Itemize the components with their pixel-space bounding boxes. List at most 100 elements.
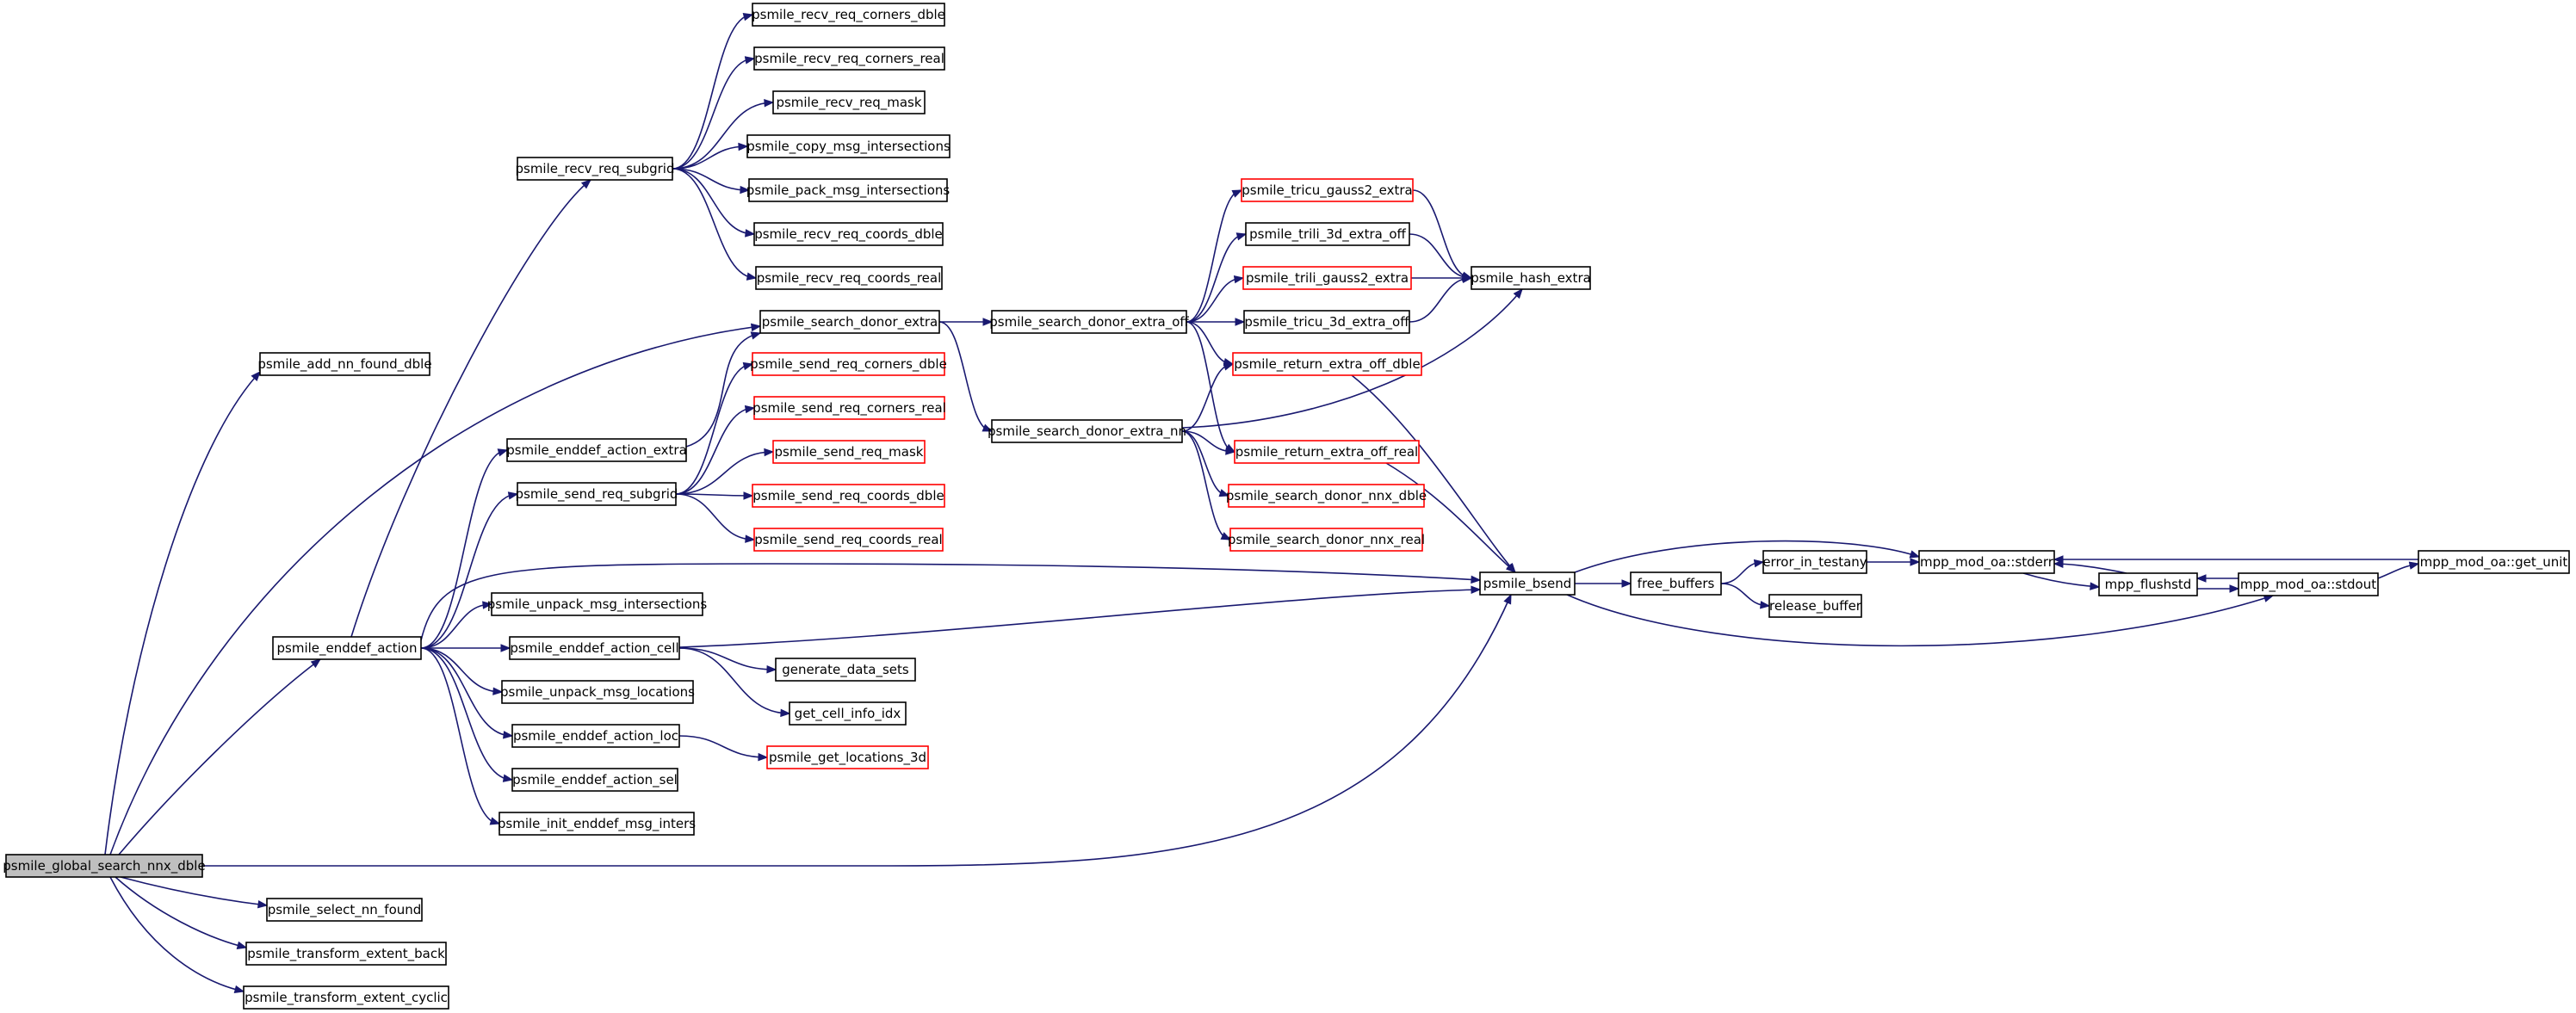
node-root[interactable]: psmile_global_search_nnx_dble: [3, 854, 206, 878]
node-unpack_inter[interactable]: psmile_unpack_msg_intersections: [487, 592, 708, 616]
node-box[interactable]: [498, 812, 695, 836]
node-send_coords_dble[interactable]: psmile_send_req_coords_dble: [752, 484, 945, 508]
node-nnx_real[interactable]: psmile_search_donor_nnx_real: [1228, 528, 1425, 552]
node-release_buffer[interactable]: release_buffer: [1768, 594, 1862, 618]
node-box[interactable]: [1243, 310, 1410, 334]
node-box[interactable]: [5, 854, 203, 878]
node-error_in_testany[interactable]: error_in_testany: [1762, 550, 1867, 574]
node-box[interactable]: [245, 942, 447, 966]
node-enddef_sel[interactable]: psmile_enddef_action_sel: [511, 768, 678, 792]
node-box[interactable]: [1918, 550, 2055, 574]
node-search_extra[interactable]: psmile_search_donor_extra: [759, 310, 940, 334]
node-box[interactable]: [511, 768, 678, 792]
node-send_corners_dble[interactable]: psmile_send_req_corners_dble: [750, 352, 947, 376]
node-init_inters[interactable]: psmile_init_enddef_msg_inters: [498, 812, 696, 836]
node-box[interactable]: [491, 592, 703, 616]
node-tr_back[interactable]: psmile_transform_extent_back: [245, 942, 447, 966]
node-box[interactable]: [991, 419, 1183, 443]
node-box[interactable]: [1768, 594, 1862, 618]
node-box[interactable]: [775, 658, 916, 682]
node-send_corners_real[interactable]: psmile_send_req_corners_real: [752, 396, 946, 420]
node-box[interactable]: [501, 680, 694, 704]
node-get_cell_info[interactable]: get_cell_info_idx: [789, 701, 907, 726]
node-box[interactable]: [1232, 352, 1422, 376]
node-box[interactable]: [772, 90, 926, 114]
node-box[interactable]: [772, 440, 926, 464]
node-tricu_3d_off[interactable]: psmile_tricu_3d_extra_off: [1243, 310, 1410, 334]
node-box[interactable]: [2098, 572, 2198, 596]
node-box[interactable]: [1762, 550, 1867, 574]
node-box[interactable]: [1245, 222, 1410, 246]
node-tr_cyclic[interactable]: psmile_transform_extent_cyclic: [243, 985, 449, 1010]
node-box[interactable]: [1630, 571, 1722, 596]
node-box[interactable]: [748, 178, 948, 202]
node-trili_3d_off[interactable]: psmile_trili_3d_extra_off: [1245, 222, 1410, 246]
node-recv_mask[interactable]: psmile_recv_req_mask: [772, 90, 926, 114]
node-box[interactable]: [1242, 266, 1412, 290]
node-nnx_dble[interactable]: psmile_search_donor_nnx_dble: [1226, 484, 1427, 508]
node-box[interactable]: [753, 396, 945, 420]
node-get_loc3d[interactable]: psmile_get_locations_3d: [766, 745, 929, 769]
node-box[interactable]: [789, 701, 907, 726]
node-box[interactable]: [517, 157, 673, 181]
node-send_mask[interactable]: psmile_send_req_mask: [772, 440, 926, 464]
node-box[interactable]: [272, 636, 422, 660]
node-copy_inter[interactable]: psmile_copy_msg_intersections: [746, 134, 951, 158]
node-box[interactable]: [752, 352, 945, 376]
node-box[interactable]: [1228, 484, 1425, 508]
node-box[interactable]: [753, 46, 945, 71]
node-enddef_cell[interactable]: psmile_enddef_action_cell: [509, 636, 680, 660]
node-box[interactable]: [759, 310, 940, 334]
node-ret_off_real[interactable]: psmile_return_extra_off_real: [1234, 440, 1420, 464]
node-bsend[interactable]: psmile_bsend: [1479, 571, 1576, 596]
node-stderr[interactable]: mpp_mod_oa::stderr: [1918, 550, 2055, 574]
node-box[interactable]: [752, 484, 945, 508]
node-enddef_extra[interactable]: psmile_enddef_action_extra: [506, 438, 687, 462]
node-box[interactable]: [2418, 550, 2570, 574]
node-send_coords_real[interactable]: psmile_send_req_coords_real: [753, 528, 944, 552]
node-ret_off_dble[interactable]: psmile_return_extra_off_dble: [1232, 352, 1422, 376]
node-search_extra_nn[interactable]: psmile_search_donor_extra_nn: [988, 419, 1186, 443]
node-hash_extra[interactable]: psmile_hash_extra: [1471, 266, 1591, 290]
node-box[interactable]: [243, 985, 449, 1010]
node-recv_coords_real[interactable]: psmile_recv_req_coords_real: [755, 266, 943, 290]
node-unpack_loc[interactable]: psmile_unpack_msg_locations: [500, 680, 695, 704]
node-box[interactable]: [509, 636, 680, 660]
node-box[interactable]: [1471, 266, 1591, 290]
node-send_subgrid[interactable]: psmile_send_req_subgrid: [516, 482, 678, 506]
node-box[interactable]: [991, 310, 1187, 334]
node-box[interactable]: [753, 528, 944, 552]
node-recv_subgrid[interactable]: psmile_recv_req_subgrid: [515, 157, 675, 181]
node-box[interactable]: [511, 724, 680, 748]
node-pack_inter[interactable]: psmile_pack_msg_intersections: [746, 178, 951, 202]
node-stdout[interactable]: mpp_mod_oa::stdout: [2238, 572, 2379, 596]
node-box[interactable]: [2238, 572, 2379, 596]
node-box[interactable]: [746, 134, 951, 158]
node-box[interactable]: [1241, 178, 1414, 202]
node-box[interactable]: [766, 745, 929, 769]
node-box[interactable]: [752, 3, 945, 27]
node-select_nn[interactable]: psmile_select_nn_found: [266, 898, 423, 922]
node-trili_gauss2[interactable]: psmile_trili_gauss2_extra: [1242, 266, 1412, 290]
node-box[interactable]: [1234, 440, 1420, 464]
node-box[interactable]: [753, 222, 944, 246]
node-enddef_loc[interactable]: psmile_enddef_action_loc: [511, 724, 680, 748]
node-tricu_gauss2[interactable]: psmile_tricu_gauss2_extra: [1241, 178, 1414, 202]
node-recv_corners_dble[interactable]: psmile_recv_req_corners_dble: [752, 3, 945, 27]
node-box[interactable]: [506, 438, 687, 462]
node-get_unit[interactable]: mpp_mod_oa::get_unit: [2418, 550, 2570, 574]
node-box[interactable]: [259, 352, 430, 376]
node-box[interactable]: [266, 898, 423, 922]
node-gen_data_sets[interactable]: generate_data_sets: [775, 658, 916, 682]
node-box[interactable]: [755, 266, 943, 290]
node-recv_corners_real[interactable]: psmile_recv_req_corners_real: [753, 46, 945, 71]
node-recv_coords_dble[interactable]: psmile_recv_req_coords_dble: [753, 222, 944, 246]
node-box[interactable]: [1479, 571, 1576, 596]
node-add_nn[interactable]: psmile_add_nn_found_dble: [257, 352, 432, 376]
node-search_extra_off[interactable]: psmile_search_donor_extra_off: [989, 310, 1189, 334]
node-box[interactable]: [517, 482, 677, 506]
node-enddef_action[interactable]: psmile_enddef_action: [272, 636, 422, 660]
node-flushstd[interactable]: mpp_flushstd: [2098, 572, 2198, 596]
node-box[interactable]: [1229, 528, 1423, 552]
node-free_buffers[interactable]: free_buffers: [1630, 571, 1722, 596]
